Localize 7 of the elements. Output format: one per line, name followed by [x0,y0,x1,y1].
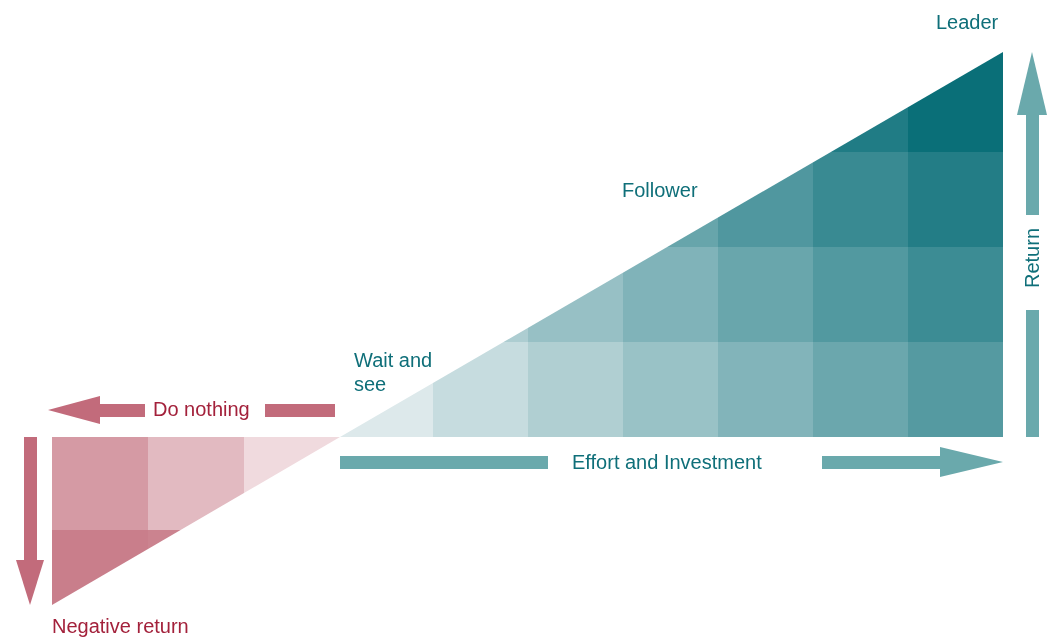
group-label: Follower [622,178,698,202]
group-label: Leader [936,10,999,34]
group-label: Wait and see [354,348,434,396]
arrow-label: Do nothing [153,397,250,421]
axis-label: Negative return [52,614,189,638]
axis-label: Return [1020,228,1044,288]
axis-label: Effort and Investment [572,450,762,474]
